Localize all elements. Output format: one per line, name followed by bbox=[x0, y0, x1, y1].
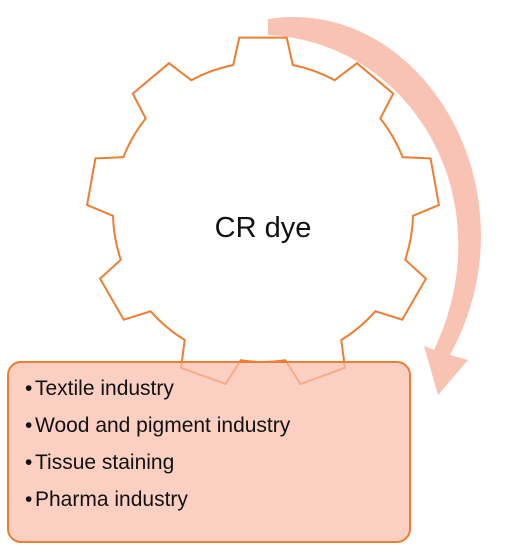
application-label: Tissue staining bbox=[35, 451, 175, 474]
gear-icon bbox=[85, 36, 441, 386]
list-item: • Tissue staining bbox=[25, 451, 409, 488]
list-item: • Textile industry bbox=[25, 377, 409, 414]
application-label: Wood and pigment industry bbox=[35, 414, 291, 437]
applications-box: • Textile industry • Wood and pigment in… bbox=[7, 361, 411, 543]
bullet-dot: • bbox=[25, 451, 33, 474]
bullet-dot: • bbox=[25, 377, 33, 400]
list-item: • Pharma industry bbox=[25, 488, 409, 525]
application-label: Pharma industry bbox=[35, 488, 188, 511]
application-label: Textile industry bbox=[35, 377, 174, 400]
bullet-dot: • bbox=[25, 488, 33, 511]
applications-list: • Textile industry • Wood and pigment in… bbox=[9, 363, 409, 525]
list-item: • Wood and pigment industry bbox=[25, 414, 409, 451]
center-label: CR dye bbox=[215, 212, 312, 244]
bullet-dot: • bbox=[25, 414, 33, 437]
curved-arrow-icon bbox=[268, 16, 481, 396]
